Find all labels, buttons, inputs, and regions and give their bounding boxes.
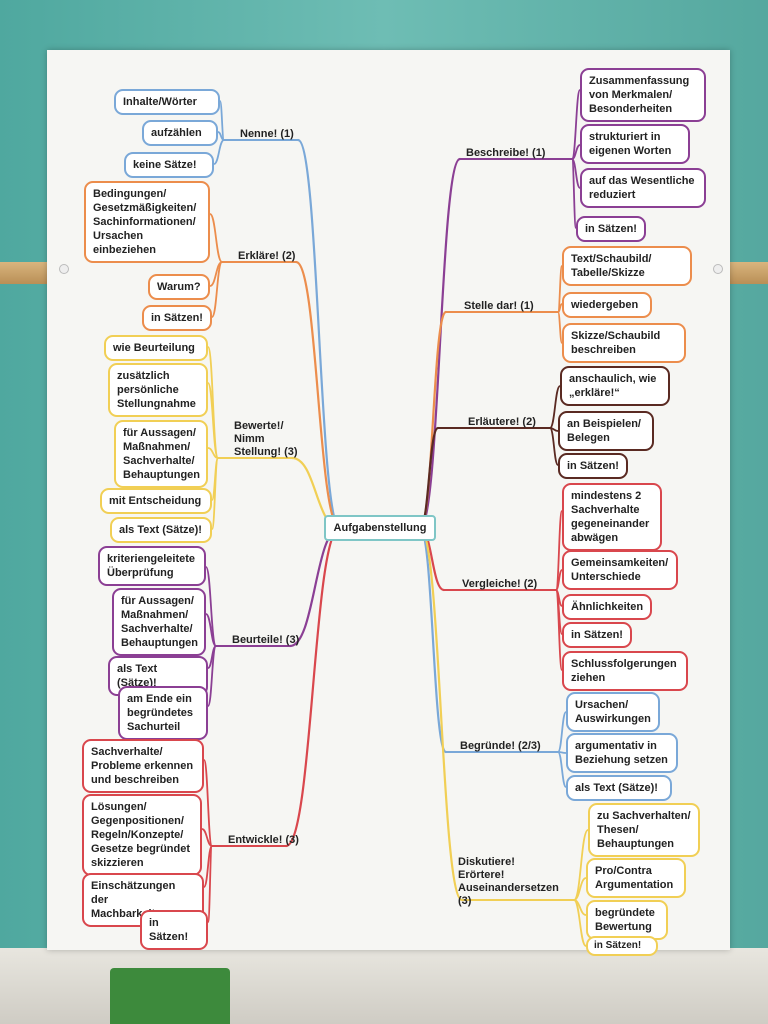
erlaeutere-item-2: an Beispielen/ Belegen [558,411,654,451]
bewerte-item-3: für Aussagen/ Maßnahmen/ Sachverhalte/ B… [114,420,208,488]
beurteile-item-2: für Aussagen/ Maßnahmen/ Sachverhalte/ B… [112,588,206,656]
branch-label-bewerte: Bewerte!/ Nimm Stellung! (3) [234,420,298,458]
bewerte-item-2: zusätzlich persönliche Stellungnahme [108,363,208,417]
bewerte-item-4: mit Entscheidung [100,488,212,514]
begruende-item-1: Ursachen/ Auswirkungen [566,692,660,732]
erklaere-item-3: in Sätzen! [142,305,212,331]
entwickle-item-1: Sachverhalte/ Probleme erkennen und besc… [82,739,204,793]
branch-label-stelle: Stelle dar! (1) [464,300,534,312]
nenne-item-1: Inhalte/Wörter [114,89,220,115]
diskutiere-item-1: zu Sachverhalten/ Thesen/ Behauptungen [588,803,700,857]
branch-label-begruende: Begründe! (2/3) [460,740,541,752]
branch-label-beschreibe: Beschreibe! (1) [466,147,546,159]
pin-right [713,264,723,274]
stelle-item-1: Text/Schaubild/ Tabelle/Skizze [562,246,692,286]
erlaeutere-item-1: anschaulich, wie „erkläre!“ [560,366,670,406]
beurteile-item-1: kriteriengeleitete Überprüfung [98,546,206,586]
beschreibe-item-4: in Sätzen! [576,216,646,242]
vergleiche-item-5: Schlussfolgerungen ziehen [562,651,688,691]
begruende-item-2: argumentativ in Beziehung setzen [566,733,678,773]
beurteile-item-4: am Ende ein begründetes Sachurteil [118,686,208,740]
beschreibe-item-1: Zusammenfassung von Merkmalen/ Besonderh… [580,68,706,122]
entwickle-item-2: Lösungen/ Gegenpositionen/ Regeln/Konzep… [82,794,202,876]
diskutiere-item-3: begründete Bewertung [586,900,668,940]
branch-label-vergleiche: Vergleiche! (2) [462,578,538,590]
branch-label-erlaeutere: Erläutere! (2) [468,416,536,428]
bewerte-item-5: als Text (Sätze)! [110,517,212,543]
branch-label-nenne: Nenne! (1) [240,128,294,140]
stelle-item-3: Skizze/Schaubild beschreiben [562,323,686,363]
stelle-item-2: wiedergeben [562,292,652,318]
beschreibe-item-3: auf das Wesentliche reduziert [580,168,706,208]
vergleiche-item-2: Gemeinsamkeiten/ Unterschiede [562,550,678,590]
pin-left [59,264,69,274]
center-node: Aufgabenstellung [324,515,436,541]
begruende-item-3: als Text (Sätze)! [566,775,672,801]
erklaere-item-1: Bedingungen/ Gesetzmäßigkeiten/ Sachinfo… [84,181,210,263]
vergleiche-item-3: Ähnlichkeiten [562,594,652,620]
nenne-item-3: keine Sätze! [124,152,214,178]
erlaeutere-item-3: in Sätzen! [558,453,628,479]
branch-label-diskutiere: Diskutiere! Erörtere! Auseinandersetzen … [458,856,559,907]
vergleiche-item-1: mindestens 2 Sachverhalte gegeneinander … [562,483,662,551]
branch-label-beurteile: Beurteile! (3) [232,634,300,646]
erklaere-item-2: Warum? [148,274,210,300]
diskutiere-item-2: Pro/Contra Argumentation [586,858,686,898]
diskutiere-item-4: in Sätzen! [586,936,658,956]
branch-label-erklaere: Erkläre! (2) [238,250,296,262]
bewerte-item-1: wie Beurteilung [104,335,208,361]
green-tray [110,968,230,1024]
nenne-item-2: aufzählen [142,120,218,146]
vergleiche-item-4: in Sätzen! [562,622,632,648]
entwickle-item-4: in Sätzen! [140,910,208,950]
beschreibe-item-2: strukturiert in eigenen Worten [580,124,690,164]
branch-label-entwickle: Entwickle! (3) [228,834,299,846]
